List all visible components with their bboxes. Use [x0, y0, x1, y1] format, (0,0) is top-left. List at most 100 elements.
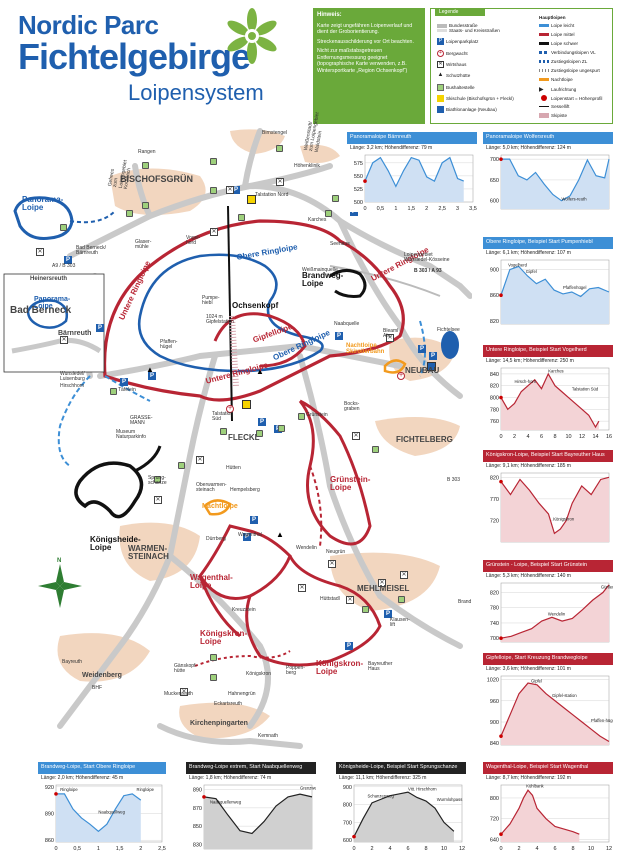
biathlon-icon: [437, 106, 444, 113]
schutzhuette-icon: ▲: [276, 530, 284, 539]
profile-panel-koenigsheide: Königsheide-Loipe, Beispiel Start Sprung…: [336, 762, 466, 852]
map-text-rangen: Rangen: [138, 149, 156, 155]
skischule-icon: [242, 400, 251, 409]
start-point: [499, 734, 503, 738]
x-tick-label: 10: [588, 846, 594, 852]
start-dot-icon: [541, 95, 547, 101]
profile-annotation: Gürtler-berg: [601, 585, 613, 590]
map-text-gaenskopfhuette: Gänskopf- hütte: [174, 663, 198, 675]
bus-stop-icon: [325, 210, 332, 217]
x-tick-label: 2: [370, 846, 373, 852]
map-text-klausenlift: Klausen- lift: [390, 617, 410, 629]
y-tick-label: 650: [490, 178, 499, 184]
profile-annotation: Ringloipe: [60, 787, 78, 792]
map-text-kemnath: Kemnath: [258, 733, 279, 739]
map-text-glasermuehle: Glaser- mühle: [135, 239, 152, 251]
y-tick-label: 840: [490, 372, 499, 378]
place-weidenberg: Weidenberg: [82, 672, 122, 679]
start-point: [54, 792, 58, 796]
profile-area: [501, 790, 580, 842]
legend-right-label: Nachtloipe: [551, 77, 573, 82]
start-point: [499, 636, 503, 640]
road-swatch: [437, 23, 447, 28]
place-fleckl: FLECKL: [228, 433, 260, 442]
loipe-label-koenigsheide: Königsheide- Loipe: [90, 535, 141, 552]
profile-info: Länge: 5,3 km; Höhendifferenz: 140 m: [486, 573, 571, 579]
koenigskron-west-path: [198, 575, 241, 638]
legend-left-item: Skischule (Bischofsgrün + Fleckl): [437, 95, 514, 102]
parking-icon: P: [148, 372, 156, 380]
map-text-oberwarmensteinach: Oberwarmen- steinach: [196, 482, 227, 494]
legend-left-label: Skischule (Bischofsgrün + Fleckl): [446, 96, 514, 101]
profile-area: [501, 159, 609, 209]
x-tick-label: 2: [425, 206, 428, 212]
y-tick-label: 780: [490, 606, 499, 612]
legend-right-label: Verbindungsloipen VL: [551, 50, 596, 55]
profile-info: Länge: 2,0 km; Höhendifferenz: 45 m: [41, 775, 124, 781]
legend-left-item: +Bergwacht: [437, 50, 468, 57]
y-tick-label: 760: [490, 419, 499, 425]
x-tick-label: 8: [571, 846, 574, 852]
profile-panel-naabquellweg: Brandweg-Loipe extrem, Start Naabquellen…: [186, 762, 320, 852]
verbindungsloipe-tafelein: [104, 375, 151, 402]
bergwacht-icon: +: [437, 50, 444, 57]
map-text-tafelein: Täfelein: [118, 387, 136, 393]
profile-panel-obere: Obere Ringloipe, Beispiel Start Pumpenhi…: [483, 237, 613, 327]
profile-info: Länge: 3,6 km; Höhendifferenz: 101 m: [486, 666, 571, 672]
start-point: [499, 832, 503, 837]
profile-area: [365, 157, 464, 202]
parking-icon: P: [64, 256, 72, 264]
profile-annotation: Grenzweg: [300, 786, 316, 791]
parking-icon: P: [258, 418, 266, 426]
legend-right-label: Loipenstart = Höhenprofil: [551, 95, 603, 101]
profile-title: Gipfelloipe, Start Kreuzung Brandwegloip…: [483, 653, 613, 665]
map-text-bhf: BHF: [92, 685, 102, 691]
y-tick-label: 575: [354, 161, 363, 167]
schutzhuette-icon: ▲: [437, 72, 444, 78]
x-tick-label: 1: [97, 846, 100, 852]
map-text-bocksgraben: Bocks- graben: [344, 401, 360, 413]
map-text-huetten: Hütten: [226, 465, 241, 471]
legend-right-item: Sessellift: [539, 104, 569, 109]
profile-panel-gipfel: Gipfelloipe, Start Kreuzung Brandwegloip…: [483, 653, 616, 748]
y-tick-label: 800: [343, 803, 352, 809]
x-tick-label: 2: [139, 846, 142, 852]
wirtshaus-icon: ✕: [60, 336, 68, 344]
profile-area: [501, 266, 609, 324]
profile-annotation: Naabquellweg: [98, 810, 125, 815]
fichtelsee-lake: [441, 331, 459, 359]
profile-annotation: Naabquellenweg: [210, 799, 242, 804]
x-tick-label: 0: [363, 206, 366, 212]
profile-annotation: Gipfel: [531, 678, 542, 683]
x-tick-label: 0: [499, 434, 502, 440]
profile-annotation: Gipfel: [526, 269, 537, 274]
map-text-b303a93: B 303 / A 93: [414, 268, 442, 274]
roads: [57, 128, 472, 749]
profile-info: Länge: 6,1 km; Höhendifferenz: 107 m: [486, 250, 571, 256]
profile-line: [500, 372, 600, 429]
profile-info: Länge: 11,1 km; Höhendifferenz: 325 m: [339, 775, 427, 781]
x-tick-label: 14: [592, 434, 598, 440]
x-tick-label: 0: [352, 846, 355, 852]
zl-swatch: [539, 60, 549, 63]
profile-annotation: Wendelin: [548, 611, 566, 616]
legend-right-item: Loipenstart = Höhenprofil: [539, 95, 602, 101]
parking-icon: P: [429, 352, 437, 360]
legend-right-label: Zustiegsloipe ungespurt: [551, 68, 600, 73]
x-tick-label: 1: [394, 206, 397, 212]
profile-panel-gruenstein: Grünstein - Loipe, Beispiel Start Grünst…: [483, 560, 620, 645]
map-text-wagenthal: Wagenthal: [238, 532, 262, 538]
loipe-label-koenigskron2: Königskron- Loipe: [316, 659, 364, 676]
profile-info: Länge: 5,0 km; Höhendifferenz: 124 m: [486, 145, 571, 151]
bus-stop-icon: [142, 162, 149, 169]
profile-title: Grünstein - Loipe, Beispiel Start Grünst…: [483, 560, 613, 572]
bus-icon: [437, 84, 444, 91]
map-text-gipfelstation: 1024 m Gipfelstation: [206, 314, 234, 326]
map-text-fichtelsee: Fichtelsee: [437, 327, 460, 333]
y-tick-label: 820: [490, 475, 499, 481]
profile-title: Königsheide-Loipe, Beispiel Start Sprung…: [336, 762, 466, 774]
